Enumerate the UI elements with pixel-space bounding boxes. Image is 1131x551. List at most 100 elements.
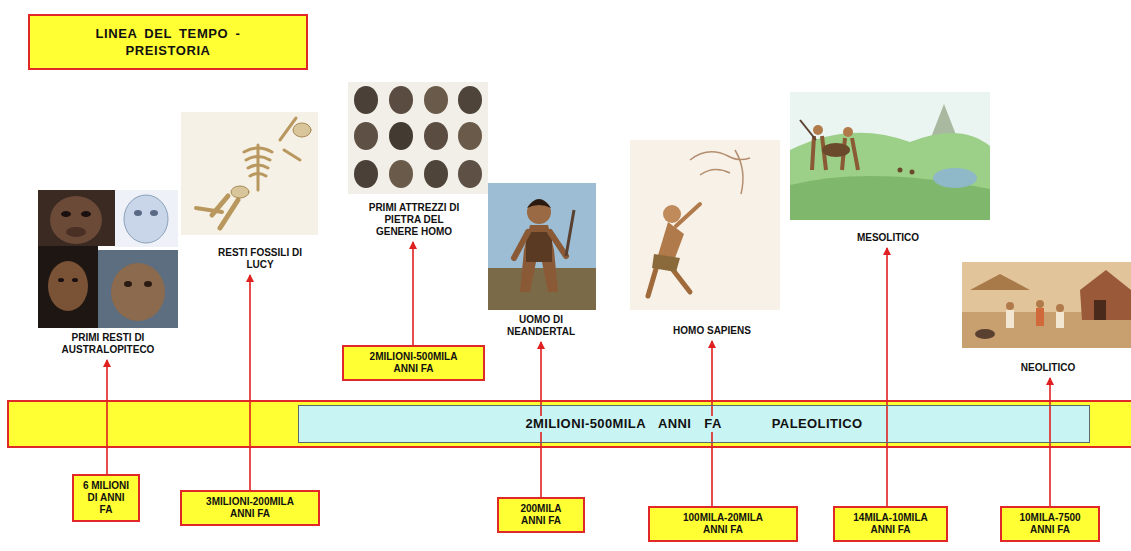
mesolithic-picture — [800, 120, 816, 140]
leader-arrow — [1049, 378, 1051, 506]
period-text: 2MILIONI-500MILA ANNI FA — [522, 416, 724, 432]
lucy-skeleton — [231, 186, 249, 198]
date-box: 200MILA ANNI FA — [497, 497, 585, 533]
neanderthal-picture — [488, 268, 596, 310]
date-box: 6 MILIONI DI ANNI FA — [72, 474, 140, 522]
australopithecus-photos — [150, 210, 158, 216]
australopithecus-photos — [124, 195, 168, 243]
mesolithic-picture — [790, 92, 990, 220]
leader-arrow — [106, 360, 108, 474]
neolithic-picture — [1006, 302, 1014, 310]
homo-sapiens-picture — [630, 140, 780, 310]
stone-tools-photo — [458, 122, 482, 150]
stone-tools-photo — [354, 86, 378, 114]
australopithecus-photos — [61, 211, 71, 217]
neolithic-picture — [970, 274, 1030, 290]
australopithecus-photos — [144, 281, 152, 287]
picture-caption: RESTI FOSSILI DI LUCY — [213, 247, 307, 271]
neolithic-picture — [1080, 270, 1131, 320]
australopithecus-photos — [66, 227, 86, 237]
mesolithic-picture — [813, 125, 823, 135]
australopithecus-photos — [72, 278, 78, 282]
neanderthal-picture — [527, 199, 551, 208]
picture-caption: MESOLITICO — [833, 232, 943, 244]
timeline-band — [298, 405, 1090, 443]
title-box: LINEA DEL TEMPO - PREISTORIA — [28, 14, 308, 70]
neolithic-picture — [975, 329, 995, 339]
australopithecus-photos — [111, 263, 165, 321]
neolithic-picture — [1036, 308, 1044, 326]
stone-tools-photo — [348, 82, 488, 194]
date-box: 10MILA-7500 ANNI FA — [1000, 506, 1100, 542]
timeline-band — [8, 401, 1131, 447]
title-text: LINEA DEL TEMPO - PREISTORIA — [81, 25, 256, 59]
homo-sapiens-picture — [630, 140, 780, 310]
date-box: 2MILIONI-500MILA ANNI FA — [342, 345, 485, 381]
lucy-skeleton — [196, 208, 222, 212]
australopithecus-photos — [50, 196, 102, 244]
mesolithic-picture — [790, 92, 990, 220]
lucy-skeleton — [284, 150, 300, 160]
date-text: 10MILA-7500 ANNI FA — [1012, 512, 1088, 536]
neolithic-picture — [962, 262, 1131, 348]
lucy-skeleton — [280, 118, 296, 140]
neanderthal-picture — [488, 183, 596, 310]
mesolithic-picture — [910, 170, 915, 175]
homo-sapiens-picture — [676, 204, 700, 226]
homo-sapiens-picture — [663, 205, 681, 223]
australopithecus-photos — [81, 211, 91, 217]
date-text: 200MILA ANNI FA — [510, 503, 572, 527]
australopithecus-photos — [134, 210, 142, 216]
neanderthal-picture — [526, 232, 552, 262]
australopithecus-photos — [38, 246, 98, 328]
mesolithic-picture — [790, 133, 990, 220]
date-box: 14MILA-10MILA ANNI FA — [833, 506, 948, 542]
lucy-skeleton — [181, 112, 318, 235]
picture-caption: PRIMI RESTI DI AUSTRALOPITECO — [46, 332, 170, 356]
stone-tools-photo — [424, 122, 448, 150]
mesolithic-picture — [843, 127, 853, 137]
neanderthal-picture — [488, 183, 596, 310]
stone-tools-photo — [424, 160, 448, 188]
date-box: 3MILIONI-200MILA ANNI FA — [180, 490, 320, 526]
period-band: 2MILIONI-500MILA ANNI FAPALEOLITICO — [298, 405, 1090, 443]
picture-caption: HOMO SAPIENS — [652, 325, 772, 337]
neolithic-picture — [1006, 310, 1014, 328]
australopithecus-photos — [48, 261, 88, 311]
leader-arrow — [249, 275, 251, 490]
lucy-skeleton — [293, 123, 311, 137]
stone-tools-photo — [354, 122, 378, 150]
neolithic-picture — [962, 262, 1131, 348]
lucy-skeleton — [257, 145, 260, 190]
neolithic-picture — [1056, 312, 1064, 328]
timeline-band — [8, 401, 1131, 447]
neanderthal-picture — [514, 232, 528, 258]
stone-tools-photo — [424, 86, 448, 114]
date-text: 6 MILIONI DI ANNI FA — [82, 480, 130, 516]
homo-sapiens-picture — [652, 254, 680, 272]
mesolithic-picture — [933, 168, 977, 188]
australopithecus-photos — [115, 190, 178, 247]
date-text: 100MILA-20MILA ANNI FA — [675, 512, 771, 536]
date-box: 100MILA-20MILA ANNI FA — [648, 506, 798, 542]
neanderthal-picture — [566, 210, 574, 256]
australopithecus-photos — [38, 190, 178, 328]
stone-tools-photo — [389, 160, 413, 188]
neanderthal-picture — [527, 200, 551, 224]
date-text: 2MILIONI-500MILA ANNI FA — [362, 351, 466, 375]
stone-tools-photo — [348, 82, 488, 194]
lucy-skeleton — [220, 200, 238, 228]
stone-tools-photo — [458, 86, 482, 114]
homo-sapiens-picture — [735, 150, 743, 194]
australopithecus-photos — [38, 190, 115, 246]
australopithecus-photos — [58, 278, 64, 282]
mesolithic-picture — [898, 168, 903, 173]
picture-caption: UOMO DI NEANDERTAL — [499, 314, 583, 338]
mesolithic-picture — [822, 143, 850, 157]
neolithic-picture — [1094, 300, 1106, 320]
neolithic-picture — [1056, 304, 1064, 312]
picture-caption: PRIMI ATTREZZI DI PIETRA DEL GENERE HOMO — [365, 202, 463, 238]
stone-tools-photo — [389, 122, 413, 150]
